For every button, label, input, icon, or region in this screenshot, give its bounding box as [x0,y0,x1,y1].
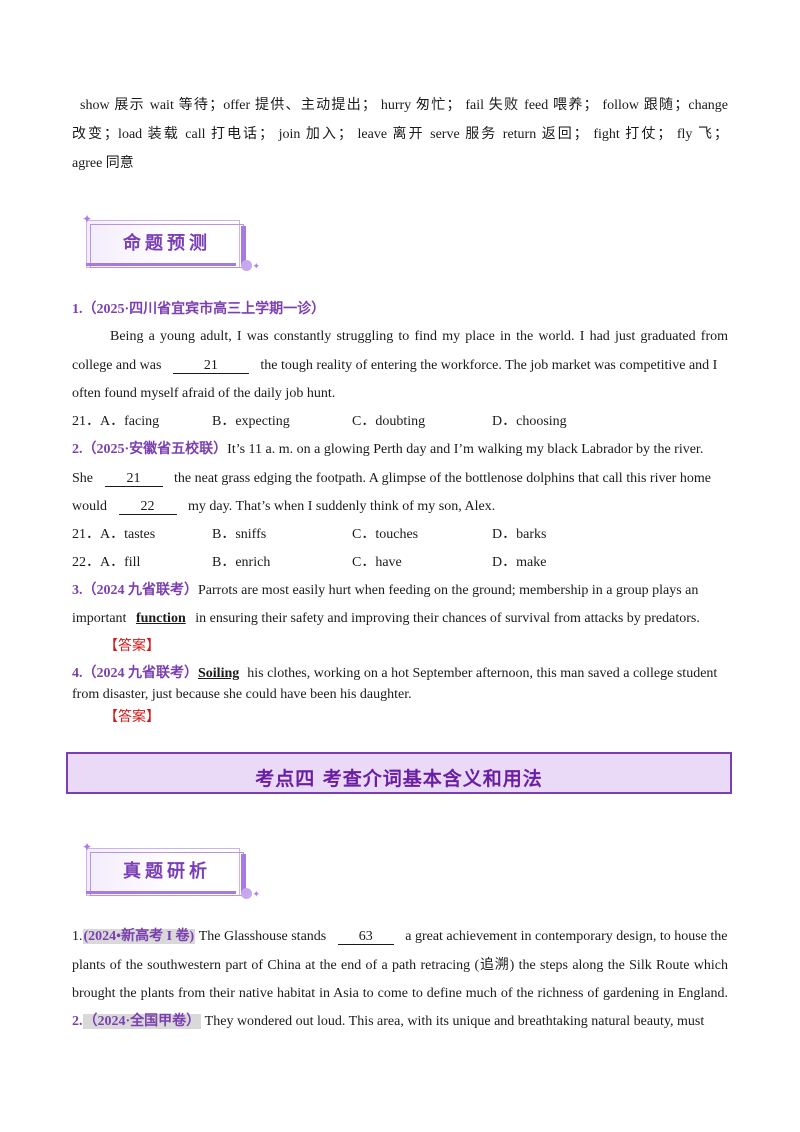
q2-option: D．make [492,555,547,570]
r1-line-1: 1.(2024•新高考 I 卷) The Glasshouse stands 6… [72,927,728,947]
q1-option: D．choosing [492,414,567,429]
q1-line-3: often found myself afraid of the daily j… [72,386,336,401]
q1-option: C．doubting [352,414,426,429]
q2-option: B．sniffs [212,527,267,542]
q2-line-1: 2.（2025·安徽省五校联）It’s 11 a. m. on a glowin… [72,440,703,460]
q3-keyword: function [135,611,186,626]
q2-option: D．barks [492,527,547,542]
q2-option: B．enrich [212,555,271,570]
section-title: 考点四 考查介词基本含义和用法 [255,768,543,790]
q3-line-1-post: Parrots are most easily hurt when feedin… [198,583,699,598]
q1-line-2-post: the tough reality of entering the workfo… [260,358,718,373]
q1-option: 21．A．facing [72,414,160,429]
q2-option: 21．A．tastes [72,527,156,542]
r1-line-1-pre: The Glasshouse stands [198,929,327,944]
q4-line-2: from disaster, just because she could ha… [72,687,412,702]
q2-option: 22．A．fill [72,555,141,570]
q4-source: 4.（2024 九省联考） [72,666,198,681]
q3-line-2-post: in ensuring their safety and improving t… [195,611,700,626]
r2-num: 2. [72,1014,83,1029]
q4-line-1-post: his clothes, working on a hot September … [247,666,718,681]
q1-blank: 21 [172,358,249,374]
prediction-badge: ✦ ✦ 命题预测 [82,212,260,272]
r2-source: （2024·全国甲卷） [82,1014,202,1029]
r1-line-2: plants of the southwestern part of China… [72,958,728,973]
real-exam-badge: ✦ ✦ 真题研析 [82,840,260,900]
vocab-line-1: show 展示 wait 等待；offer 提供、主动提出； hurry 匆忙；… [80,98,728,113]
q3-answer: 【答案】 [104,639,160,654]
q2-option: C．have [352,555,402,570]
q2-source: 2.（2025·安徽省五校联） [72,442,228,457]
q3-line-1: 3.（2024 九省联考）Parrots are most easily hur… [72,581,698,601]
q2-blank-22: 22 [118,499,177,515]
r2-line-1: 2.（2024·全国甲卷） They wondered out loud. Th… [72,1012,704,1032]
r1-source: (2024•新高考 I 卷) [82,929,196,944]
vocab-line-3: agree 同意 [72,156,134,171]
r1-line-3: brought the plants from their native hab… [72,986,728,1001]
q2-option: C．touches [352,527,419,542]
q1-options: 21．A．facing B．expecting C．doubting D．choosi… [72,412,567,432]
q2-blank-21: 21 [104,471,163,487]
q1-source: 1.（2025·四川省宜宾市高三上学期一诊） [72,302,326,317]
q1-line-1: Being a young adult, I was constantly st… [110,329,728,344]
prediction-badge-label: 命题预测 [123,233,211,254]
q2-line-2-post: the neat grass edging the footpath. A gl… [174,471,711,486]
q2-line-3-post: my day. That’s when I suddenly think of … [188,499,496,514]
real-exam-badge-label: 真题研析 [123,861,211,882]
q2-line-2: She 21 the neat grass edging the footpat… [72,469,711,489]
r2-line-1-post: They wondered out loud. This area, with … [204,1014,705,1029]
r1-line-1-post: a great achievement in contemporary desi… [405,929,728,944]
q2-line-2-pre: She [72,471,93,486]
q1-option: B．expecting [212,414,290,429]
q3-line-2-pre: important [72,611,127,626]
r1-blank: 63 [337,929,394,945]
r1-num: 1. [72,929,83,944]
q2-options-21: 21．A．tastes B．sniffs C．touches D．barks [72,525,546,545]
section-header: 考点四 考查介词基本含义和用法 [66,752,732,794]
q2-line-3: would 22 my day. That’s when I suddenly … [72,497,495,517]
q4-answer: 【答案】 [104,710,160,725]
q2-line-3-pre: would [72,499,107,514]
vocab-line-2: 改变；load 装载 call 打电话； join 加入； leave 离开 s… [72,127,728,142]
q1-line-2: college and was 21 the tough reality of … [72,356,717,376]
q2-line-1-post: It’s 11 a. m. on a glowing Perth day and… [227,442,704,457]
q4-keyword: Soiling [198,666,240,681]
q4-line-1: 4.（2024 九省联考）Soiling his clothes, working… [72,664,717,684]
q2-options-22: 22．A．fill B．enrich C．have D．make [72,553,546,573]
q3-line-2: important function in ensuring their saf… [72,609,700,629]
q1-line-2-pre: college and was [72,358,162,373]
q3-source: 3.（2024 九省联考） [72,583,198,598]
